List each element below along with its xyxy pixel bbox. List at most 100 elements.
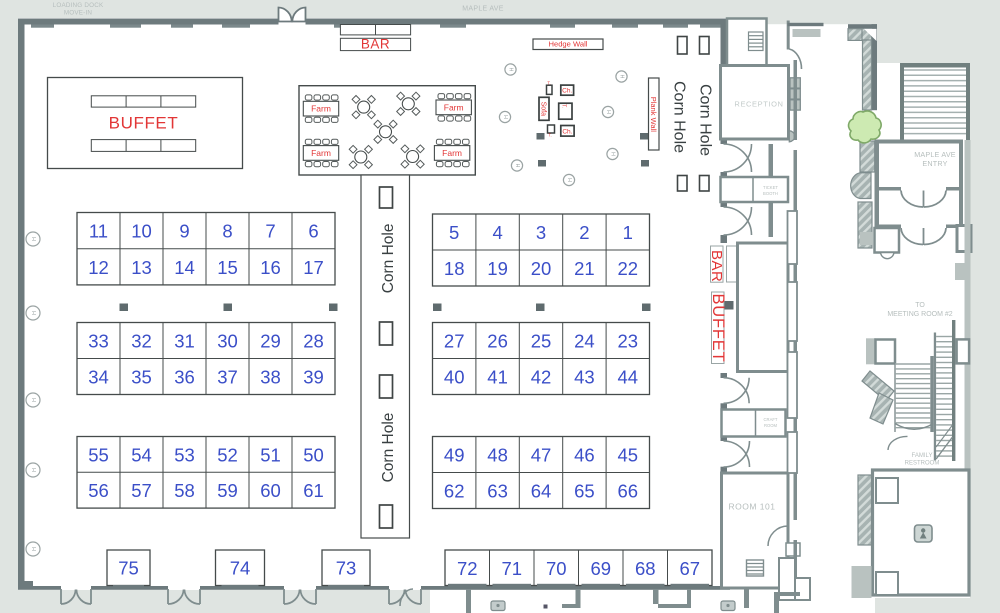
svg-text:RESTROOM: RESTROOM: [905, 461, 940, 467]
svg-text:MOVE-IN: MOVE-IN: [64, 10, 93, 17]
svg-text:12: 12: [88, 257, 109, 278]
svg-text:38: 38: [260, 367, 281, 388]
svg-text:H: H: [30, 468, 36, 472]
svg-text:66: 66: [618, 481, 639, 502]
svg-text:BUFFET: BUFFET: [709, 294, 727, 363]
svg-text:ENTRY: ENTRY: [922, 159, 947, 168]
svg-text:CRAFT: CRAFT: [764, 417, 778, 422]
svg-text:30: 30: [217, 331, 238, 352]
svg-text:FAMILY: FAMILY: [912, 453, 933, 459]
svg-text:60: 60: [260, 480, 281, 501]
svg-text:21: 21: [574, 258, 595, 279]
svg-text:32: 32: [131, 331, 152, 352]
svg-text:TICKET: TICKET: [763, 185, 778, 190]
svg-text:68: 68: [635, 558, 656, 579]
svg-text:RECEPTION: RECEPTION: [734, 99, 783, 108]
svg-text:BAR: BAR: [708, 250, 725, 282]
svg-text:43: 43: [574, 367, 595, 388]
svg-text:67: 67: [679, 558, 700, 579]
svg-text:Farm: Farm: [311, 104, 331, 114]
svg-text:H: H: [30, 398, 36, 402]
svg-text:42: 42: [531, 367, 552, 388]
svg-text:47: 47: [531, 445, 552, 466]
svg-text:Farm: Farm: [442, 148, 462, 158]
svg-text:27: 27: [444, 331, 465, 352]
svg-text:62: 62: [444, 481, 465, 502]
svg-text:2: 2: [579, 222, 589, 243]
svg-text:H: H: [566, 178, 572, 182]
svg-text:BOOTH: BOOTH: [763, 191, 778, 196]
svg-text:Corn Hole: Corn Hole: [671, 81, 688, 153]
svg-text:H: H: [502, 115, 508, 119]
svg-text:53: 53: [174, 444, 195, 465]
svg-text:73: 73: [336, 558, 357, 579]
svg-text:33: 33: [88, 331, 109, 352]
svg-text:70: 70: [546, 558, 567, 579]
svg-text:H: H: [508, 68, 514, 72]
svg-text:15: 15: [217, 257, 238, 278]
svg-text:TO: TO: [915, 302, 925, 309]
svg-text:34: 34: [88, 367, 109, 388]
svg-text:71: 71: [501, 558, 522, 579]
svg-text:4: 4: [492, 222, 502, 243]
svg-text:46: 46: [574, 445, 595, 466]
svg-text:9: 9: [179, 221, 189, 242]
svg-text:Corn Hole: Corn Hole: [697, 84, 714, 156]
svg-text:75: 75: [118, 558, 139, 579]
svg-text:Sofa: Sofa: [539, 102, 546, 117]
svg-text:58: 58: [174, 480, 195, 501]
svg-text:20: 20: [531, 258, 552, 279]
svg-text:45: 45: [618, 445, 639, 466]
svg-text:H: H: [605, 110, 611, 114]
svg-text:25: 25: [531, 331, 552, 352]
svg-text:26: 26: [487, 331, 508, 352]
svg-text:17: 17: [303, 257, 324, 278]
svg-text:10: 10: [131, 221, 152, 242]
svg-text:49: 49: [444, 445, 465, 466]
svg-text:56: 56: [88, 480, 109, 501]
svg-text:H: H: [30, 547, 36, 551]
svg-text:H: H: [610, 152, 616, 156]
svg-text:Corn Hole: Corn Hole: [380, 224, 397, 294]
svg-text:19: 19: [487, 258, 508, 279]
svg-text:23: 23: [618, 331, 639, 352]
svg-text:H: H: [30, 237, 36, 241]
svg-text:28: 28: [303, 331, 324, 352]
svg-text:22: 22: [618, 258, 639, 279]
svg-text:24: 24: [574, 331, 595, 352]
svg-text:Plank Wall: Plank Wall: [649, 97, 658, 132]
svg-text:69: 69: [590, 558, 611, 579]
svg-text:18: 18: [444, 258, 465, 279]
svg-text:61: 61: [303, 480, 324, 501]
svg-text:50: 50: [303, 444, 324, 465]
svg-text:11: 11: [89, 221, 108, 242]
svg-text:35: 35: [131, 367, 152, 388]
svg-text:H: H: [619, 75, 625, 79]
svg-text:29: 29: [260, 331, 281, 352]
svg-text:13: 13: [131, 257, 152, 278]
svg-text:8: 8: [222, 221, 232, 242]
svg-text:39: 39: [303, 367, 324, 388]
svg-text:54: 54: [131, 444, 152, 465]
svg-text:1: 1: [623, 222, 633, 243]
svg-text:MEETING ROOM #2: MEETING ROOM #2: [887, 311, 952, 318]
svg-text:64: 64: [531, 481, 552, 502]
svg-text:31: 31: [174, 331, 195, 352]
svg-text:T.: T.: [548, 133, 551, 138]
svg-text:14: 14: [174, 257, 195, 278]
svg-text:40: 40: [444, 367, 465, 388]
svg-text:51: 51: [260, 444, 281, 465]
svg-text:BAR: BAR: [361, 37, 390, 52]
svg-text:Ch.: Ch.: [562, 128, 572, 135]
svg-text:T.: T.: [561, 104, 567, 108]
svg-text:36: 36: [174, 367, 195, 388]
svg-text:ROOM 101: ROOM 101: [729, 502, 776, 512]
svg-text:LOADING DOCK: LOADING DOCK: [53, 2, 104, 9]
svg-text:H: H: [514, 164, 520, 168]
svg-text:7: 7: [265, 221, 275, 242]
svg-text:74: 74: [230, 558, 251, 579]
svg-text:ROOM: ROOM: [764, 423, 778, 428]
svg-text:37: 37: [217, 367, 238, 388]
svg-text:65: 65: [574, 481, 595, 502]
svg-text:63: 63: [487, 481, 508, 502]
